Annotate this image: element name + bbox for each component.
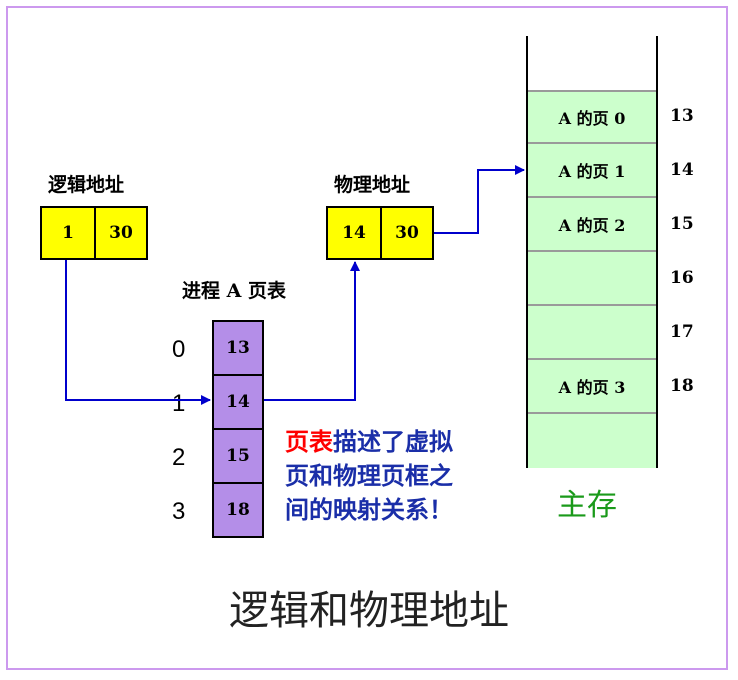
memory-block bbox=[528, 306, 656, 360]
physical-to-memory-arrow bbox=[434, 165, 525, 234]
logical-page-number: 1 bbox=[40, 206, 96, 260]
memory-frame-number: 18 bbox=[670, 376, 694, 396]
note-line-3: 间的映射关系！ bbox=[285, 497, 453, 524]
table-to-physical-arrow bbox=[264, 261, 360, 401]
memory-frame-number: 13 bbox=[670, 106, 694, 126]
main-memory-label: 主存 bbox=[557, 489, 617, 522]
mapping-note: 页表描述了虚拟 页和物理页框之 间的映射关系！ bbox=[285, 426, 453, 528]
memory-frame-number: 16 bbox=[670, 268, 694, 288]
memory-block bbox=[528, 252, 656, 306]
page-table-index: 2 bbox=[172, 444, 186, 471]
logical-to-table-arrow bbox=[65, 260, 211, 405]
note-highlight: 页表 bbox=[285, 429, 333, 456]
page-table-title: 进程 A 页表 bbox=[182, 280, 286, 302]
physical-offset: 30 bbox=[380, 206, 434, 260]
page-table-index: 3 bbox=[172, 498, 186, 525]
page-table-entry: 13 bbox=[212, 320, 264, 376]
memory-block-blank bbox=[528, 414, 656, 468]
page-table-index: 1 bbox=[172, 390, 186, 417]
memory-right-wall bbox=[656, 36, 658, 468]
memory-frame-number: 17 bbox=[670, 322, 694, 342]
logical-offset: 30 bbox=[94, 206, 148, 260]
physical-frame-number: 14 bbox=[326, 206, 382, 260]
note-line-1: 页表描述了虚拟 bbox=[285, 426, 453, 460]
memory-block: A 的页 0 bbox=[528, 90, 656, 144]
memory-block: A 的页 2 bbox=[528, 198, 656, 252]
note-line-2: 页和物理页框之 bbox=[285, 463, 453, 490]
physical-address-label: 物理地址 bbox=[334, 174, 411, 196]
page-table-index: 0 bbox=[172, 336, 186, 363]
memory-left-wall bbox=[526, 36, 528, 468]
memory-block: A 的页 3 bbox=[528, 360, 656, 414]
memory-frame-number: 14 bbox=[670, 160, 694, 180]
logical-address-label: 逻辑地址 bbox=[48, 174, 125, 196]
memory-frame-number: 15 bbox=[670, 214, 694, 234]
note-line-1-rest: 描述了虚拟 bbox=[333, 429, 453, 456]
page-table-entry: 18 bbox=[212, 482, 264, 538]
figure-border bbox=[6, 6, 728, 670]
memory-block: A 的页 1 bbox=[528, 144, 656, 198]
figure-caption: 逻辑和物理地址 bbox=[229, 588, 509, 634]
